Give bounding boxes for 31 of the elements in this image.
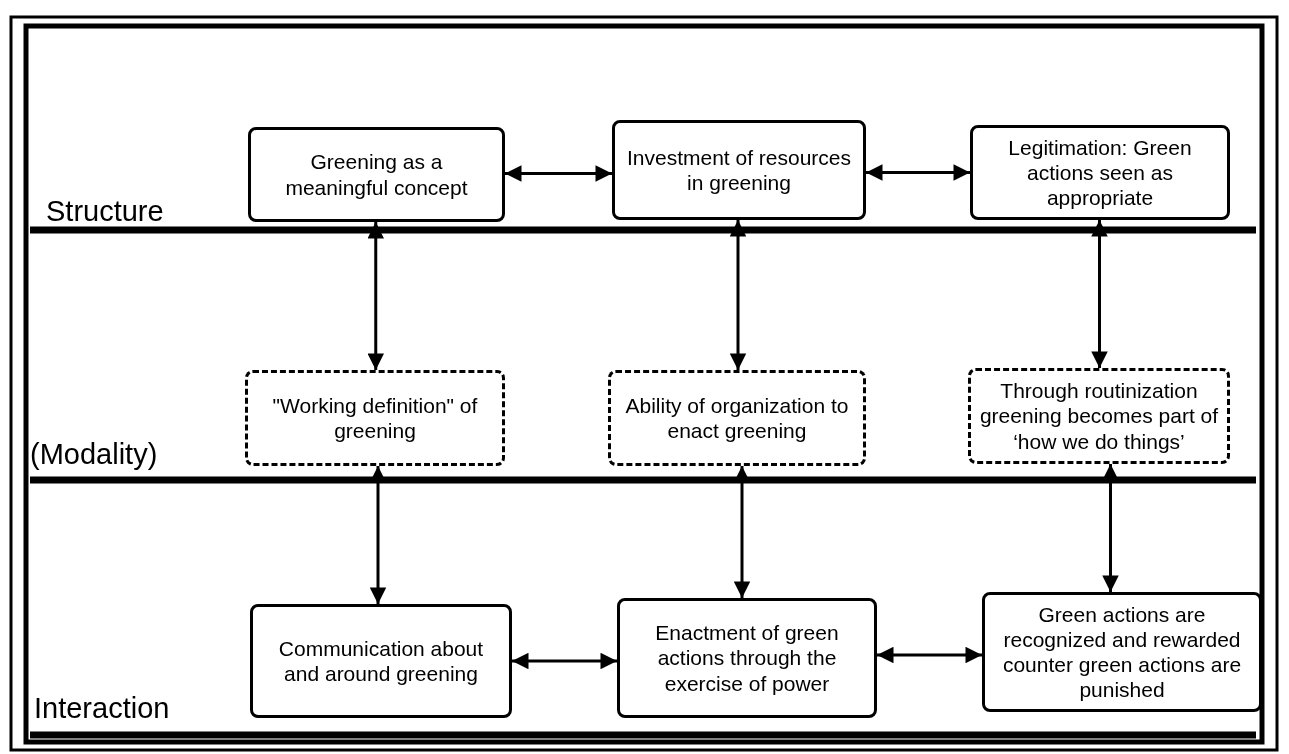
box-text: Through routinization greening becomes part of ‘how we do things’ xyxy=(978,378,1220,454)
box-text: Green actions are recognized and rewarded counter green actions are punished xyxy=(1001,601,1243,703)
double-arrow xyxy=(729,220,747,370)
double-arrow xyxy=(1091,220,1108,368)
box-text: Ability of organization to enact greening xyxy=(624,392,850,444)
row-label: Structure xyxy=(46,195,164,228)
dashed-box xyxy=(608,370,866,466)
rounded-box xyxy=(612,120,866,220)
rounded-box xyxy=(250,604,512,718)
rounded-box xyxy=(617,598,877,718)
rounded-box xyxy=(248,127,505,222)
box-text: "Working definition" of greening xyxy=(271,392,479,444)
double-arrow xyxy=(866,164,970,181)
double-arrow xyxy=(512,652,617,670)
box-text: Greening as a meaningful concept xyxy=(284,149,469,200)
double-arrow xyxy=(733,466,751,598)
double-arrow xyxy=(1102,464,1119,592)
double-arrow xyxy=(367,222,384,370)
box-text: Communication about and around greening xyxy=(277,635,485,687)
box-text: Legitimation: Green actions seen as appropriate xyxy=(1007,134,1193,211)
row-label: Interaction xyxy=(34,692,170,725)
dashed-box xyxy=(968,368,1230,464)
dashed-box xyxy=(245,370,505,466)
box-text: Enactment of green actions through the exercise of power xyxy=(654,620,840,696)
rounded-box xyxy=(982,592,1262,712)
double-arrow xyxy=(505,165,612,182)
double-arrow xyxy=(877,646,982,664)
row-label: (Modality) xyxy=(30,438,158,471)
box-text: Investment of resources in greening xyxy=(625,144,853,196)
rounded-box xyxy=(970,125,1230,220)
double-arrow xyxy=(369,466,387,604)
